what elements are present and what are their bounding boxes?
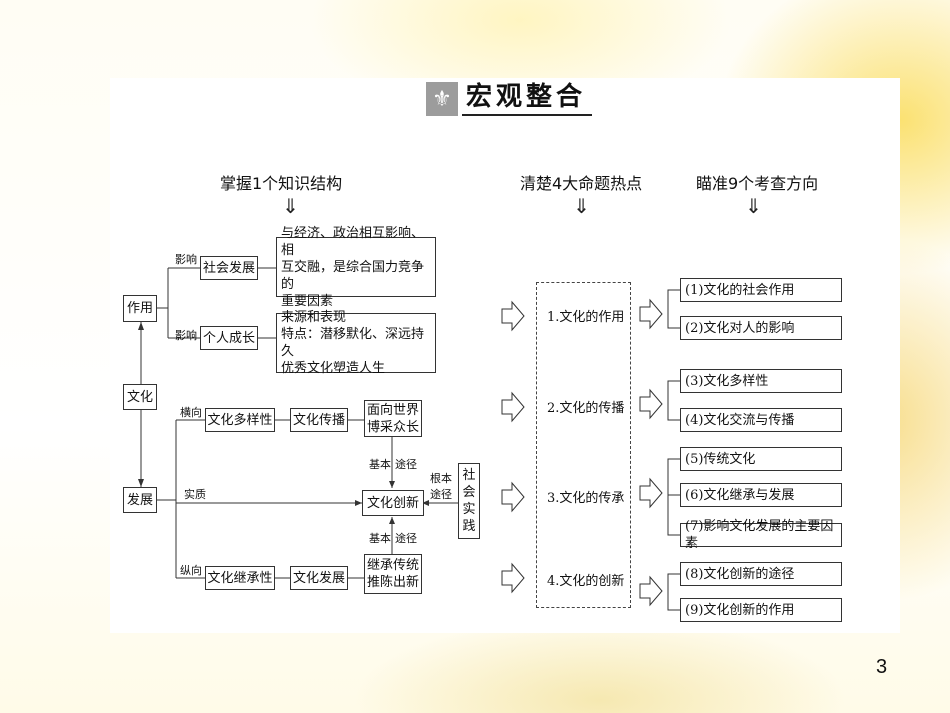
down-arrow-icon: ⇓ bbox=[573, 194, 590, 218]
node-wenhua: 文化 bbox=[123, 384, 157, 410]
node-shehui-shijian: 社 会 实 践 bbox=[458, 463, 480, 539]
topic-1: 1.文化的作用 bbox=[547, 310, 625, 325]
direction-4: (4)文化交流与传播 bbox=[680, 408, 842, 432]
topics-dashed-box bbox=[536, 282, 631, 608]
node-line: 博采众长 bbox=[366, 419, 419, 435]
page-number: 3 bbox=[876, 656, 888, 678]
header-hotspots: 清楚4大命题热点 bbox=[520, 174, 643, 193]
title-text: 宏观整合 bbox=[462, 82, 593, 116]
down-arrow-icon: ⇓ bbox=[745, 194, 762, 218]
vertical-char: 践 bbox=[462, 519, 476, 534]
label-genben-b: 途径 bbox=[430, 488, 452, 501]
direction-9: (9)文化创新的作用 bbox=[680, 598, 842, 622]
node-wenhua-fazhan: 文化发展 bbox=[290, 566, 348, 590]
fleur-de-lis-icon: ⚜ bbox=[426, 82, 458, 116]
vertical-char: 会 bbox=[462, 485, 476, 500]
vertical-char: 社 bbox=[462, 468, 476, 483]
label-jiben-1b: 途径 bbox=[395, 458, 417, 471]
node-mianxiang: 面向世界 博采众长 bbox=[364, 400, 422, 437]
node-zuoyong: 作用 bbox=[123, 295, 157, 322]
node-jichengxing: 文化继承性 bbox=[205, 566, 275, 590]
node-geren-chengzhang: 个人成长 bbox=[200, 326, 258, 350]
label-jiben-2a: 基本 bbox=[369, 532, 391, 545]
direction-2: (2)文化对人的影响 bbox=[680, 316, 842, 340]
node-shehui-desc: 与经济、政治相互影响、相 互交融，是综合国力竞争的 重要因素 bbox=[276, 226, 436, 309]
node-chuangxin: 文化创新 bbox=[362, 490, 424, 516]
node-chuanbo: 文化传播 bbox=[290, 408, 348, 432]
label-shizhi: 实质 bbox=[184, 488, 206, 501]
topic-3: 3.文化的传承 bbox=[547, 491, 625, 506]
label-yingxiang-1: 影响 bbox=[175, 253, 197, 266]
header-directions: 瞄准9个考查方向 bbox=[696, 174, 819, 193]
down-arrow-icon: ⇓ bbox=[282, 194, 299, 218]
label-zongxiang: 纵向 bbox=[180, 564, 202, 577]
label-jiben-2b: 途径 bbox=[395, 532, 417, 545]
slide-title: ⚜ 宏观整合 bbox=[426, 80, 593, 118]
topic-2: 2.文化的传播 bbox=[547, 401, 625, 416]
direction-7: (7)影响文化发展的主要因素 bbox=[680, 519, 842, 551]
desc-line: 互交融，是综合国力竞争的 bbox=[281, 259, 425, 292]
desc-line: 与经济、政治相互影响、相 bbox=[281, 225, 425, 258]
node-duoyangxing: 文化多样性 bbox=[205, 408, 275, 432]
node-geren-desc: 来源和表现 特点：潜移默化、深远持久 优秀文化塑造人生 bbox=[276, 310, 436, 376]
label-jiben-1a: 基本 bbox=[369, 458, 391, 471]
desc-line: 特点：潜移默化、深远持久 bbox=[281, 327, 425, 359]
direction-3: (3)文化多样性 bbox=[680, 369, 842, 393]
topic-4: 4.文化的创新 bbox=[547, 574, 625, 589]
desc-line: 优秀文化塑造人生 bbox=[281, 361, 386, 376]
direction-5: (5)传统文化 bbox=[680, 447, 842, 471]
node-jicheng-chuantong: 继承传统 推陈出新 bbox=[364, 554, 422, 594]
node-shehui-fazhan: 社会发展 bbox=[200, 256, 258, 280]
node-fazhan: 发展 bbox=[123, 487, 157, 513]
desc-line: 重要因素 bbox=[281, 293, 334, 309]
label-hengxiang: 横向 bbox=[180, 406, 202, 419]
node-line: 面向世界 bbox=[366, 402, 419, 418]
vertical-char: 实 bbox=[462, 502, 476, 517]
header-structure: 掌握1个知识结构 bbox=[220, 174, 343, 193]
desc-line: 来源和表现 bbox=[281, 310, 347, 325]
node-line: 继承传统 bbox=[366, 558, 419, 573]
label-genben-a: 根本 bbox=[430, 472, 452, 485]
direction-6: (6)文化继承与发展 bbox=[680, 483, 842, 507]
direction-8: (8)文化创新的途径 bbox=[680, 562, 842, 586]
node-line: 推陈出新 bbox=[366, 575, 419, 590]
direction-1: (1)文化的社会作用 bbox=[680, 278, 842, 302]
label-yingxiang-2: 影响 bbox=[175, 329, 197, 342]
